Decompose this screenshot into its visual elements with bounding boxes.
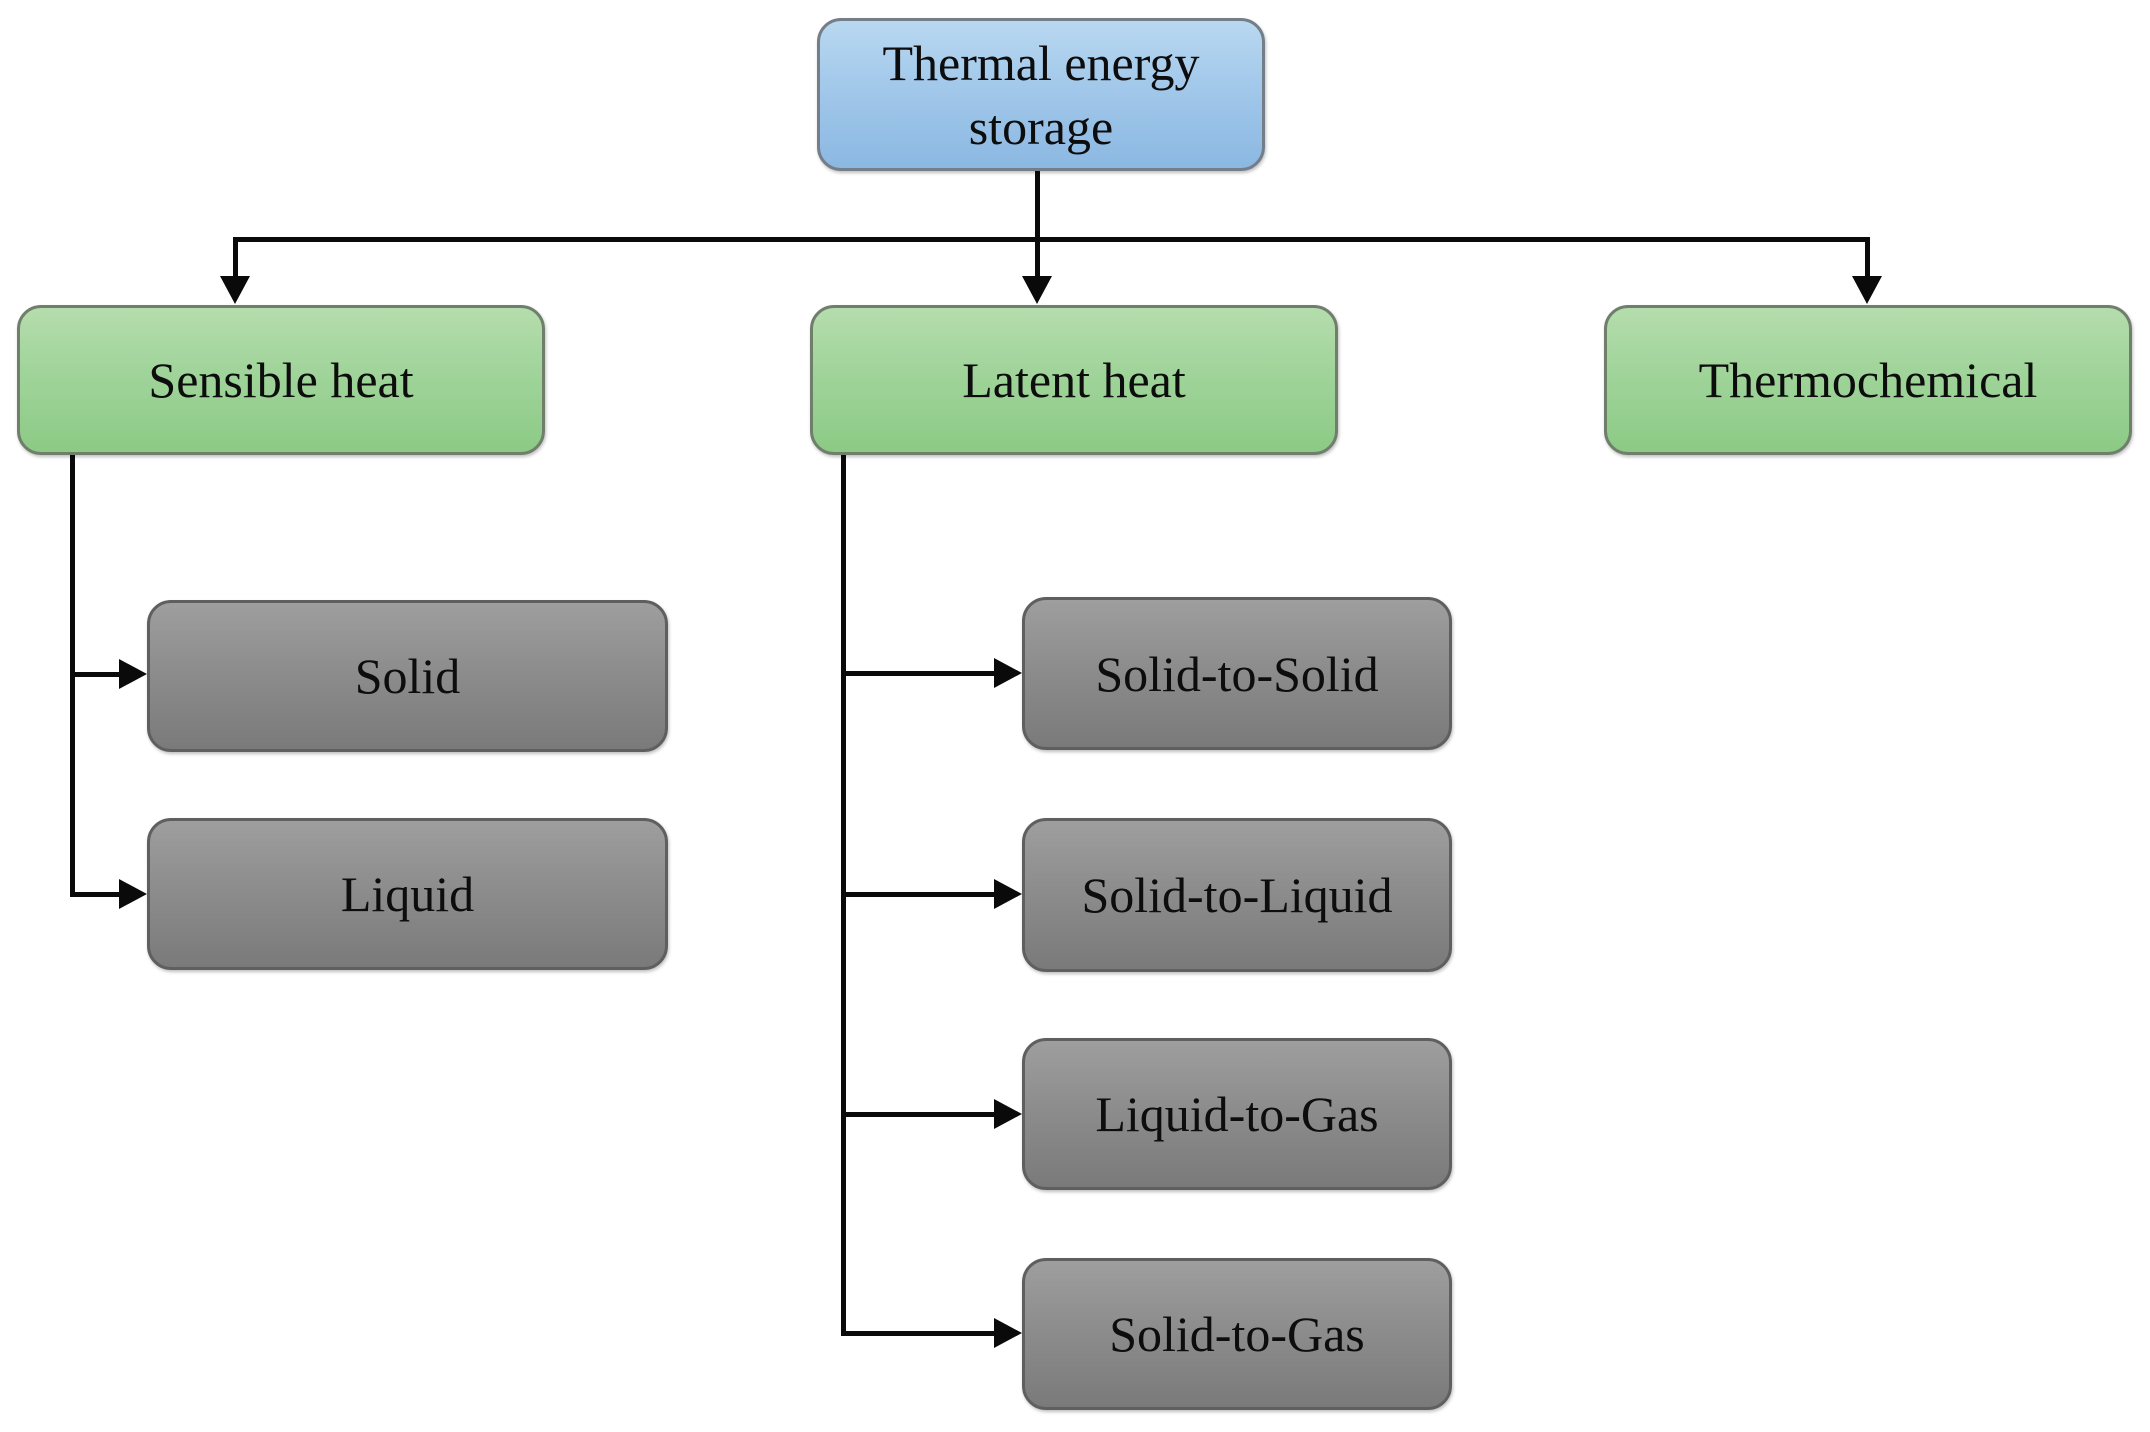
node-solid-to-solid-label: Solid-to-Solid bbox=[1095, 645, 1379, 702]
edge-sensible-solid-line bbox=[70, 672, 121, 677]
node-solid-to-liquid: Solid-to-Liquid bbox=[1022, 818, 1452, 972]
edge-sensible-liquid-arrowhead bbox=[119, 879, 147, 909]
node-sensible-heat-label: Sensible heat bbox=[148, 352, 414, 408]
node-liquid-to-gas-label: Liquid-to-Gas bbox=[1095, 1086, 1379, 1142]
edge-root-thermochemical-arrowhead bbox=[1852, 276, 1882, 304]
node-solid: Solid bbox=[147, 600, 668, 752]
node-thermal-energy-storage-label: Thermal energy storage bbox=[882, 34, 1200, 155]
edge-root-latent-drop bbox=[1035, 240, 1040, 278]
node-latent-heat-label: Latent heat bbox=[962, 352, 1186, 408]
node-solid-to-liquid-label: Solid-to-Liquid bbox=[1081, 867, 1393, 923]
edge-latent-sts-arrowhead bbox=[994, 658, 1022, 688]
edge-latent-stg-line bbox=[841, 1331, 996, 1336]
edge-latent-stl-arrowhead bbox=[994, 879, 1022, 909]
edge-sensible-liquid-line bbox=[70, 892, 121, 897]
node-thermochemical: Thermochemical bbox=[1604, 305, 2132, 455]
edge-latent-ltg-line bbox=[841, 1112, 996, 1117]
node-solid-to-gas: Solid-to-Gas bbox=[1022, 1258, 1452, 1410]
node-solid-to-gas-label: Solid-to-Gas bbox=[1109, 1306, 1365, 1362]
edge-latent-stl-line bbox=[841, 892, 996, 897]
edge-root-trunk bbox=[1035, 171, 1040, 240]
node-liquid-label: Liquid bbox=[340, 866, 475, 922]
edge-root-latent-arrowhead bbox=[1022, 276, 1052, 304]
node-solid-label: Solid bbox=[354, 648, 461, 704]
edge-root-sensible-arrowhead bbox=[220, 276, 250, 304]
edge-latent-ltg-arrowhead bbox=[994, 1099, 1022, 1129]
node-liquid: Liquid bbox=[147, 818, 668, 970]
node-latent-heat: Latent heat bbox=[810, 305, 1338, 455]
node-liquid-to-gas: Liquid-to-Gas bbox=[1022, 1038, 1452, 1190]
edge-root-sensible-drop bbox=[233, 237, 238, 278]
node-sensible-heat: Sensible heat bbox=[17, 305, 545, 455]
edge-sensible-solid-arrowhead bbox=[119, 659, 147, 689]
edge-root-crossbar bbox=[233, 237, 1870, 242]
node-thermochemical-label: Thermochemical bbox=[1698, 352, 2038, 408]
edge-latent-sts-line bbox=[841, 671, 996, 676]
edge-root-thermochemical-drop bbox=[1865, 240, 1870, 278]
edge-latent-stg-arrowhead bbox=[994, 1318, 1022, 1348]
node-solid-to-solid: Solid-to-Solid bbox=[1022, 597, 1452, 750]
node-thermal-energy-storage: Thermal energy storage bbox=[817, 18, 1265, 171]
